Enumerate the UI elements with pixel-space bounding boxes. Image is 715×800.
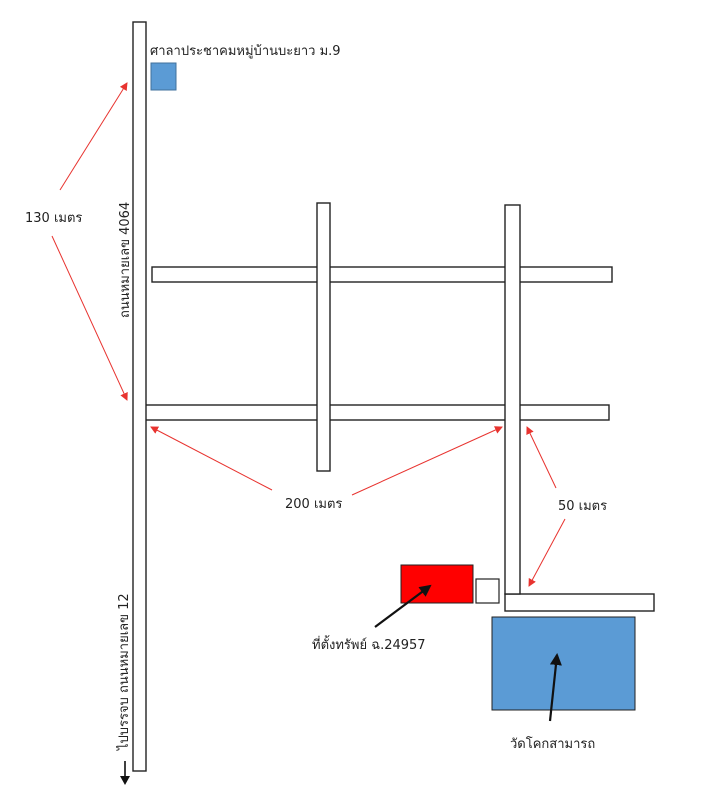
- middle-lane: [316, 202, 331, 472]
- road-4064-label: ถนนหมายเลข 4064: [118, 202, 133, 318]
- adjacent-plot: [475, 578, 500, 604]
- dist-200-arrow-left: [150, 426, 273, 491]
- main-road-4064: [132, 21, 147, 772]
- property-label: ที่ตั้งทรัพย์ ฉ.24957: [312, 635, 426, 653]
- distance-50-label: 50 เมตร: [558, 499, 607, 514]
- dist-130-arrow-down: [51, 235, 128, 401]
- dist-50-arrow-down: [528, 518, 566, 587]
- community-hall-label: ศาลาประชาคมหมู่บ้านบะยาว ม.9: [150, 44, 341, 59]
- distance-130-label: 130 เมตร: [25, 211, 82, 226]
- community-hall-marker: [150, 62, 177, 91]
- property-pointer-arrow: [374, 584, 432, 628]
- dist-130-arrow-up: [59, 82, 128, 191]
- temple-road: [504, 593, 655, 612]
- temple-pointer-arrow: [548, 653, 562, 722]
- upper-cross-road: [151, 266, 613, 283]
- lower-cross-road: [144, 404, 610, 421]
- right-lane: [504, 204, 521, 595]
- property-plot: [400, 564, 474, 604]
- distance-200-label: 200 เมตร: [285, 497, 342, 512]
- dist-200-arrow-right: [351, 426, 503, 496]
- dist-50-arrow-up: [526, 426, 557, 489]
- temple-label: วัดโคกสามารถ: [510, 736, 595, 752]
- road-12-label: ไปบรรจบ ถนนหมายเลข 12: [116, 593, 132, 751]
- temple-area: [491, 616, 636, 711]
- down-arrow-icon: [120, 761, 130, 785]
